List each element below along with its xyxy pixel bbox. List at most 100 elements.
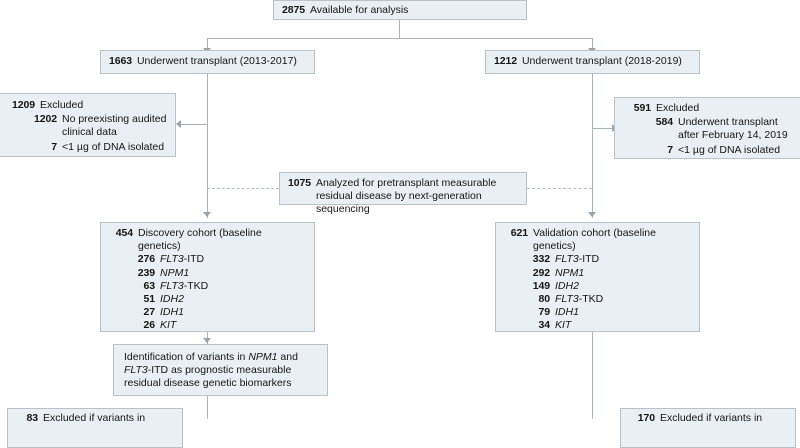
node-count: 591 — [633, 102, 651, 114]
gene-suffix: -ITD — [183, 253, 205, 266]
gene-label: FLT3-TKD — [160, 280, 306, 293]
gene-label: IDH2 — [555, 280, 691, 293]
subitem-label: No preexisting audited clinical data — [62, 113, 167, 139]
gene-row: 276 FLT3-ITD — [109, 253, 306, 266]
node-count: 83 — [26, 412, 39, 424]
node-subrow: 584 Underwent transplant after February … — [621, 116, 799, 142]
node-label: Available for analysis — [309, 4, 409, 16]
node-underwent-transplant-2013-2017: 1663 Underwent transplant (2013-2017) — [100, 50, 315, 74]
connector-split-left — [207, 38, 208, 50]
node-label: Validation cohort (baseline genetics) — [533, 227, 656, 253]
node-label: Analyzed for pretransplant measurable re… — [315, 177, 497, 216]
gene-suffix: -TKD — [578, 293, 604, 306]
node-excluded-right: 591 Excluded 584 Underwent transplant af… — [614, 97, 800, 159]
subitem-count: 1202 — [34, 113, 57, 126]
gene-name: KIT — [555, 319, 572, 332]
gene-row: 51 IDH2 — [109, 293, 306, 306]
node-label: Underwent transplant (2018-2019) — [521, 55, 682, 67]
connector-identification-down — [207, 396, 208, 419]
connector-to-excluded-right — [592, 128, 614, 129]
gene-count: 292 — [532, 266, 550, 279]
gene-name: NPM1 — [248, 351, 278, 363]
subitem-count: 584 — [655, 116, 673, 129]
gene-name: IDH1 — [555, 306, 579, 319]
node-excluded-bottom-right: 170 Excluded if variants in — [620, 408, 796, 448]
node-row: 454 Discovery cohort (baseline genetics) — [109, 227, 306, 253]
node-analyzed-for-mrd: 1075 Analyzed for pretransplant measurab… — [279, 172, 527, 215]
node-row: 591 Excluded — [621, 102, 799, 115]
gene-label: IDH1 — [555, 306, 691, 319]
gene-name: IDH2 — [160, 293, 184, 306]
gene-count: 51 — [143, 293, 156, 306]
node-subrow: 7 <1 µg of DNA isolated — [1, 141, 169, 154]
gene-label: NPM1 — [160, 267, 306, 280]
subitem-label: <1 µg of DNA isolated — [62, 140, 165, 153]
gene-name: KIT — [160, 319, 177, 332]
node-available-for-analysis: 2875 Available for analysis — [273, 0, 527, 20]
node-label: Underwent transplant (2013-2017) — [136, 55, 297, 67]
gene-name: FLT3 — [555, 253, 579, 266]
gene-count: 80 — [538, 293, 551, 306]
node-count: 621 — [510, 227, 528, 239]
gene-name: NPM1 — [555, 266, 585, 279]
node-count: 1663 — [109, 55, 132, 67]
connector-trunk-top — [399, 20, 400, 38]
identification-line-2: FLT3-ITD as prognostic measurable — [124, 364, 317, 377]
identification-text-c: -ITD as prognostic measurable — [147, 364, 292, 377]
subitem-count: 7 — [51, 140, 57, 153]
gene-count: 63 — [143, 279, 156, 292]
node-row: 1212 Underwent transplant (2018-2019) — [494, 55, 691, 68]
node-count: 454 — [115, 227, 133, 239]
gene-suffix: -ITD — [578, 253, 600, 266]
node-row: 1209 Excluded — [1, 99, 169, 112]
gene-label: KIT — [555, 319, 691, 332]
gene-row: 63 FLT3-TKD — [109, 280, 306, 293]
node-subrow: 1202 No preexisting audited clinical dat… — [1, 113, 169, 139]
gene-label: KIT — [160, 319, 306, 332]
gene-name: IDH1 — [160, 306, 184, 319]
node-count: 2875 — [282, 4, 305, 16]
gene-count: 27 — [143, 306, 156, 319]
connector-validation-down — [592, 332, 593, 419]
gene-name: FLT3 — [160, 279, 184, 292]
arrow-into-identification — [203, 338, 211, 343]
node-validation-cohort: 621 Validation cohort (baseline genetics… — [495, 222, 700, 332]
node-count: 1212 — [494, 55, 517, 67]
gene-suffix: -TKD — [183, 279, 209, 292]
identification-line-1: Identification of variants in NPM1 and — [124, 351, 317, 364]
node-row: 1075 Analyzed for pretransplant measurab… — [288, 177, 518, 217]
node-count: 1209 — [12, 99, 35, 111]
node-excluded-left: 1209 Excluded 1202 No preexisting audite… — [0, 93, 176, 157]
node-excluded-bottom-left: 83 Excluded if variants in — [7, 408, 183, 448]
connector-dashed-right — [527, 188, 592, 189]
node-identification-of-variants: Identification of variants in NPM1 and F… — [113, 344, 328, 396]
subitem-label: Underwent transplant after February 14, … — [678, 116, 788, 142]
gene-label: NPM1 — [555, 267, 691, 280]
gene-label: FLT3-ITD — [555, 253, 691, 266]
node-subrow: 7 <1 µg of DNA isolated — [621, 144, 799, 157]
gene-count: 276 — [137, 253, 155, 266]
gene-row: 27 IDH1 — [109, 306, 306, 319]
node-row: 621 Validation cohort (baseline genetics… — [504, 227, 691, 253]
gene-name: NPM1 — [160, 266, 190, 279]
gene-name: FLT3 — [124, 364, 148, 377]
gene-name: IDH2 — [555, 279, 579, 292]
connector-right-trunk — [592, 74, 593, 218]
gene-label: IDH2 — [160, 293, 306, 306]
gene-count: 26 — [143, 319, 156, 332]
gene-name: FLT3 — [160, 253, 184, 266]
identification-line-3: residual disease genetic biomarkers — [124, 377, 292, 390]
arrow-into-discovery-cohort — [203, 212, 211, 217]
gene-row: 292 NPM1 — [504, 267, 691, 280]
arrow-into-excluded-left — [176, 120, 181, 128]
node-label: Excluded — [656, 102, 700, 114]
